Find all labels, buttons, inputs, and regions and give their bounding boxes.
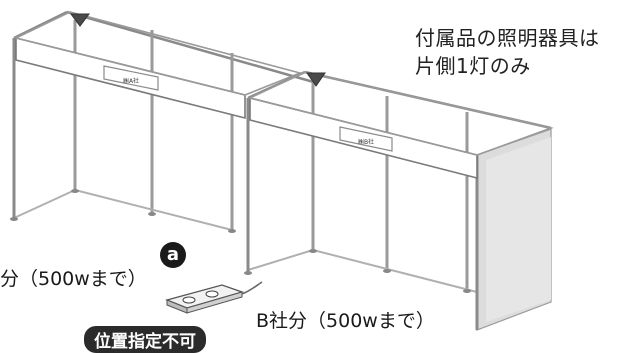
booth-b-sign-text: ㈱B社	[358, 138, 374, 146]
lighting-note-line2: 片側1灯のみ	[415, 54, 531, 78]
booth-a-bottom-rail	[74, 189, 233, 231]
booth-b-fascia-top	[247, 71, 554, 156]
power-outlet-front	[186, 291, 243, 314]
booth-b-spotlight	[306, 72, 326, 87]
right-power-label: B社分（500wまで）	[256, 310, 435, 332]
post-feet	[10, 189, 471, 293]
booth-a-spotlight	[70, 13, 90, 27]
booth-b-name-sign	[339, 126, 393, 152]
outlet-socket	[182, 296, 196, 304]
outlet-badge-a: a	[160, 242, 186, 268]
outlet-cable	[241, 281, 263, 295]
outlet-socket	[205, 290, 219, 298]
booth-a-name-sign	[103, 65, 159, 91]
left-power-label: 分（500wまで）	[0, 268, 147, 290]
booth-b-bottom-rail	[312, 249, 478, 293]
booth-b-bottom-front	[247, 249, 314, 271]
booth-a-sign-text: ㈱A社	[123, 77, 139, 85]
booth-a-top-left-rail	[13, 10, 68, 40]
lighting-note-line1: 付属品の照明器具は	[415, 26, 600, 50]
booth-a-bottom-front	[13, 189, 76, 219]
position-banner: 位置指定不可	[84, 326, 206, 353]
booth-a-top-back-rail	[66, 10, 318, 85]
booth-illustration: ㈱A社 ㈱B社	[10, 10, 554, 331]
side-wall-shade	[486, 137, 551, 322]
